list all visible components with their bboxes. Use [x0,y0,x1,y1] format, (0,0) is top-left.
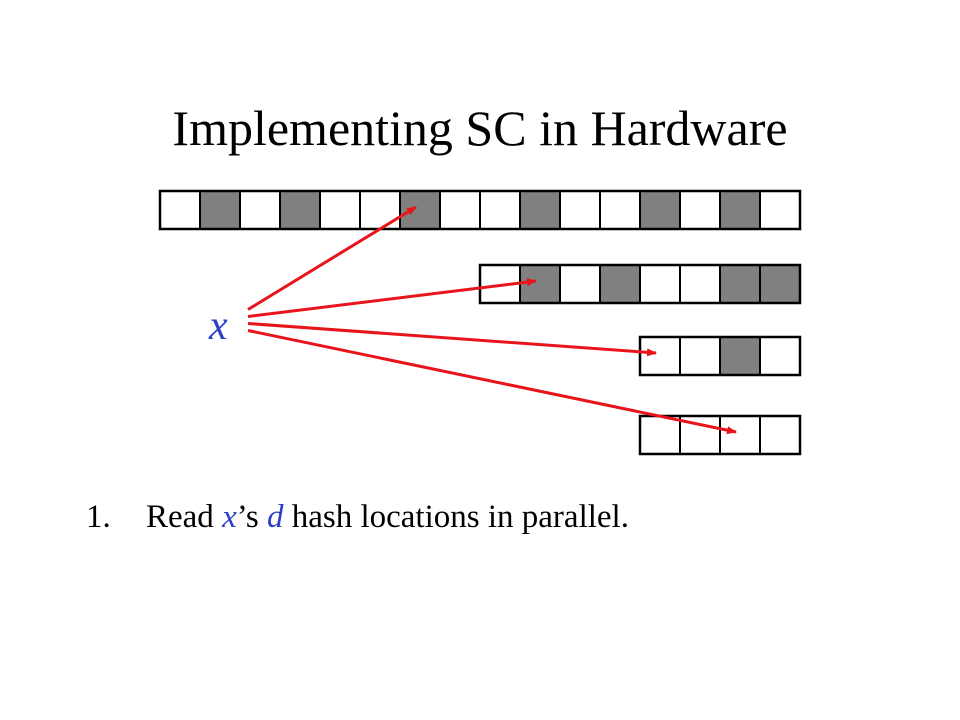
empty-cell [759,415,801,455]
hash-arrow-2 [247,278,537,318]
occupied-cell [399,190,441,230]
occupied-cell [199,190,241,230]
empty-cell [479,190,521,230]
empty-cell [359,190,401,230]
empty-cell [679,264,721,304]
empty-cell [439,190,481,230]
occupied-cell [719,336,761,376]
occupied-cell [719,190,761,230]
empty-cell [639,415,681,455]
table-outline [638,335,802,377]
hash-arrows [247,205,737,435]
empty-cell [599,190,641,230]
step-text-part2: ’s [236,499,267,535]
empty-cell [559,190,601,230]
hash-table-3 [638,335,802,377]
step-1-text: 1. Read x’s d hash locations in parallel. [86,497,629,537]
step-var-x: x [222,499,237,535]
step-number: 1. [86,499,111,535]
occupied-cell [279,190,321,230]
hash-tables [158,189,802,456]
hash-arrow-4 [247,329,737,435]
table-outline [158,189,802,231]
empty-cell [319,190,361,230]
occupied-cell [519,190,561,230]
empty-cell [759,336,801,376]
hash-table-2 [478,263,802,305]
step-text-part3: hash locations in parallel. [283,499,629,535]
empty-cell [639,336,681,376]
empty-cell [759,190,801,230]
empty-cell [239,190,281,230]
empty-cell [639,264,681,304]
occupied-cell [719,264,761,304]
occupied-cell [599,264,641,304]
key-x-label: x [208,303,228,349]
step-text-part1: Read [146,499,223,535]
empty-cell [559,264,601,304]
slide-title: Implementing SC in Hardware [172,100,788,156]
empty-cell [679,190,721,230]
empty-cell [679,336,721,376]
hash-table-1 [158,189,802,231]
occupied-cell [639,190,681,230]
hash-arrow-1 [247,205,417,311]
step-var-d: d [266,499,284,535]
hash-table-4 [638,414,802,456]
occupied-cell [519,264,561,304]
hash-arrow-3 [247,322,657,357]
occupied-cell [759,264,801,304]
empty-cell [159,190,201,230]
empty-cell [719,415,761,455]
table-outline [638,414,802,456]
table-outline [478,263,802,305]
